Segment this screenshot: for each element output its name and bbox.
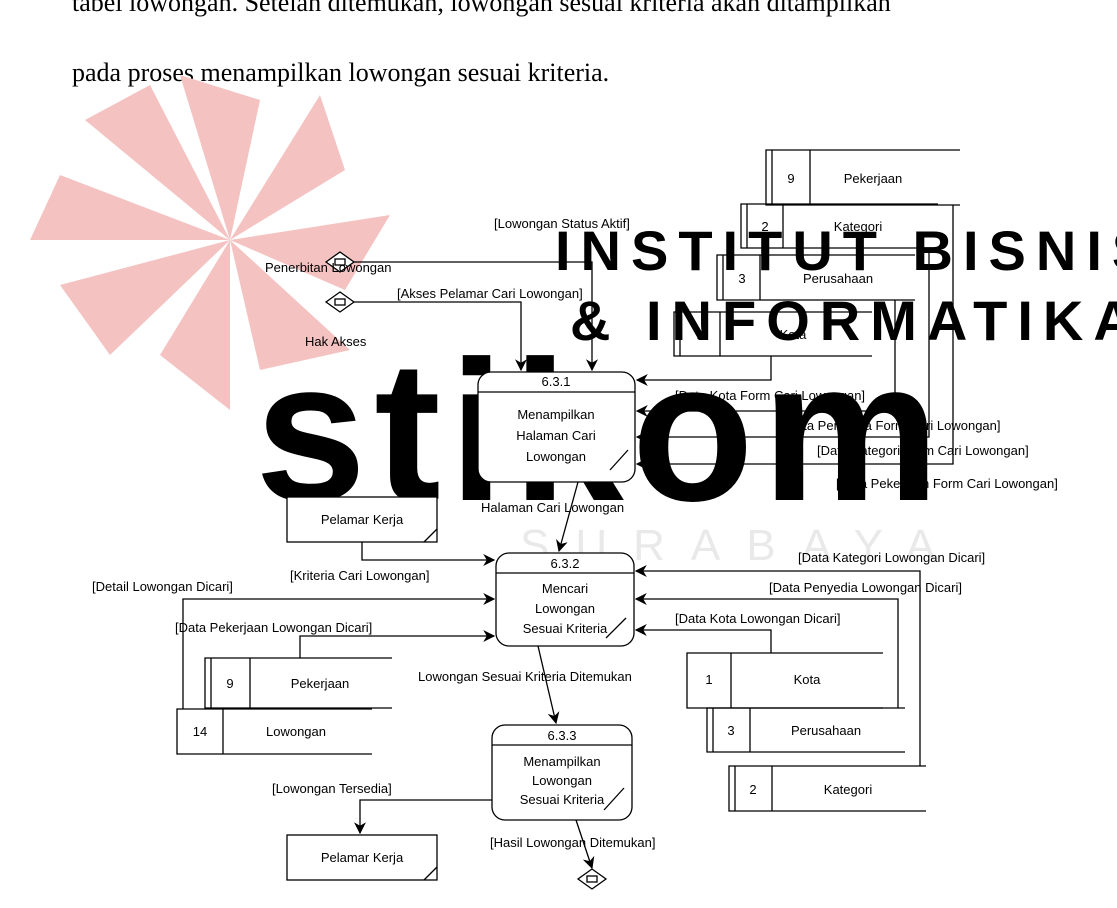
- process-label-line: Sesuai Kriteria: [520, 792, 605, 807]
- flow-kriteria-cari: [361, 542, 496, 566]
- process-label-line: Sesuai Kriteria: [523, 621, 608, 636]
- paragraph-line-1: tabel lowongan. Setelah ditemukan, lowon…: [72, 0, 891, 17]
- flow-label-detail-dicari: [Detail Lowongan Dicari]: [92, 579, 233, 594]
- store-number: 1: [696, 327, 703, 342]
- store-perusahaan-top: 3 Perusahaan: [716, 254, 915, 301]
- process-label-line: Menampilkan: [523, 754, 600, 769]
- process-label-line: Menampilkan: [517, 407, 594, 422]
- store-number: 1: [705, 672, 712, 687]
- entity-pelamar-kerja-1: Pelamar Kerja: [286, 496, 438, 543]
- store-name: Kota: [780, 327, 808, 342]
- process-6-3-1: 6.3.1 Menampilkan Halaman Cari Lowongan: [477, 371, 636, 483]
- flow-label-data-kota-dicari: [Data Kota Lowongan Dicari]: [675, 611, 840, 626]
- flow-label-data-penyedia-form: [Data Penyedia Form Cari Lowongan]: [783, 418, 1001, 433]
- flow-label-tersedia: [Lowongan Tersedia]: [272, 781, 392, 796]
- flow-data-penyedia-dicari: [634, 593, 899, 708]
- process-label-line: Halaman Cari: [516, 428, 596, 443]
- store-pekerjaan-bottom: 9 Pekerjaan: [204, 657, 392, 709]
- store-kota-top: 1 Kota: [673, 311, 872, 357]
- watermark-line-1: INSTITUT BISNIS: [555, 219, 1117, 282]
- process-label-line: Lowongan: [532, 773, 592, 788]
- store-name: Lowongan: [266, 724, 326, 739]
- process-label-line: Lowongan: [526, 449, 586, 464]
- watermark-star-logo: [30, 75, 390, 410]
- flow-label-kriteria-cari: [Kriteria Cari Lowongan]: [290, 568, 429, 583]
- flow-label-sesuai-ditemukan: Lowongan Sesuai Kriteria Ditemukan: [418, 669, 632, 684]
- flow-halaman-cari: [556, 481, 579, 553]
- process-id: 6.3.2: [551, 556, 580, 571]
- interface-penerbitan: Penerbitan Lowongan: [265, 251, 392, 275]
- watermark: INSTITUT BISNIS & INFORMATIKA stikom SUR…: [30, 75, 1117, 570]
- flow-data-kota-dicari: [634, 624, 772, 653]
- flow-akses-pelamar: [354, 301, 527, 372]
- flow-label-data-kategori-dicari: [Data Kategori Lowongan Dicari]: [798, 550, 985, 565]
- interface-output: [576, 868, 608, 890]
- store-number: 9: [787, 171, 794, 186]
- store-name: Pekerjaan: [291, 676, 350, 691]
- store-number: 3: [727, 723, 734, 738]
- store-number: 14: [193, 724, 207, 739]
- flow-lowongan-tersedia: [354, 799, 492, 835]
- store-perusahaan-bottom: 3 Perusahaan: [706, 707, 905, 753]
- flow-label-halaman-cari: Halaman Cari Lowongan: [481, 500, 624, 515]
- entity-pelamar-kerja-2: Pelamar Kerja: [286, 834, 438, 881]
- store-number: 9: [226, 676, 233, 691]
- flow-label-data-pekerjaan-form: [Data Pekerjaan Form Cari Lowongan]: [836, 476, 1058, 491]
- flow-data-penyedia-form: [635, 300, 896, 417]
- store-number: 2: [761, 219, 768, 234]
- flow-detail-dicari: [182, 593, 496, 709]
- store-kota-bottom: 1 Kota: [686, 652, 883, 709]
- process-label-line: Mencari: [542, 581, 588, 596]
- interface-hak-akses: Hak Akses: [305, 291, 367, 349]
- store-name: Perusahaan: [803, 271, 873, 286]
- store-name: Kategori: [834, 219, 883, 234]
- process-id: 6.3.3: [548, 728, 577, 743]
- store-name: Pekerjaan: [844, 171, 903, 186]
- flow-hasil-ditemukan: [575, 819, 595, 870]
- flow-data-kategori-dicari: [634, 565, 921, 766]
- process-6-3-2: 6.3.2 Mencari Lowongan Sesuai Kriteria: [495, 552, 635, 647]
- store-number: 2: [749, 782, 756, 797]
- flow-label-data-penyedia-dicari: [Data Penyedia Lowongan Dicari]: [769, 580, 962, 595]
- store-name: Kategori: [824, 782, 873, 797]
- store-lowongan: 14 Lowongan: [176, 708, 372, 755]
- store-number: 3: [738, 271, 745, 286]
- flow-label-data-kategori-form: [Data Kategori Form Cari Lowongan]: [817, 443, 1029, 458]
- flow-data-pekerjaan-form: [635, 205, 954, 470]
- store-kategori-bottom: 2 Kategori: [728, 765, 926, 812]
- interface-penerbitan-label: Penerbitan Lowongan: [265, 260, 392, 275]
- entity-label: Pelamar Kerja: [321, 512, 404, 527]
- flow-data-kota-form: [635, 356, 772, 386]
- flow-lowongan-status-aktif: [354, 261, 598, 372]
- flow-label-data-pekerjaan-dicari: [Data Pekerjaan Lowongan Dicari]: [175, 620, 372, 635]
- flow-data-pekerjaan-dicari: [299, 630, 496, 658]
- store-name: Kota: [794, 672, 822, 687]
- store-pekerjaan-top: 9 Pekerjaan: [765, 149, 960, 206]
- flow-label-status-aktif: [Lowongan Status Aktif]: [494, 216, 630, 231]
- entity-label: Pelamar Kerja: [321, 850, 404, 865]
- flow-data-kategori-form: [635, 248, 930, 443]
- store-kategori-top: 2 Kategori: [740, 203, 938, 249]
- flow-label-data-kota-form: [Data Kota Form Cari Lowongan]: [675, 388, 865, 403]
- flow-sesuai-ditemukan: [537, 645, 560, 725]
- process-6-3-3: 6.3.3 Menampilkan Lowongan Sesuai Kriter…: [491, 724, 633, 821]
- flow-label-hasil-ditemukan: [Hasil Lowongan Ditemukan]: [490, 835, 655, 850]
- flow-label-akses-pelamar: [Akses Pelamar Cari Lowongan]: [397, 286, 583, 301]
- store-name: Perusahaan: [791, 723, 861, 738]
- process-label-line: Lowongan: [535, 601, 595, 616]
- interface-hak-akses-label: Hak Akses: [305, 334, 367, 349]
- process-id: 6.3.1: [542, 374, 571, 389]
- paragraph-line-2: pada proses menampilkan lowongan sesuai …: [72, 58, 610, 87]
